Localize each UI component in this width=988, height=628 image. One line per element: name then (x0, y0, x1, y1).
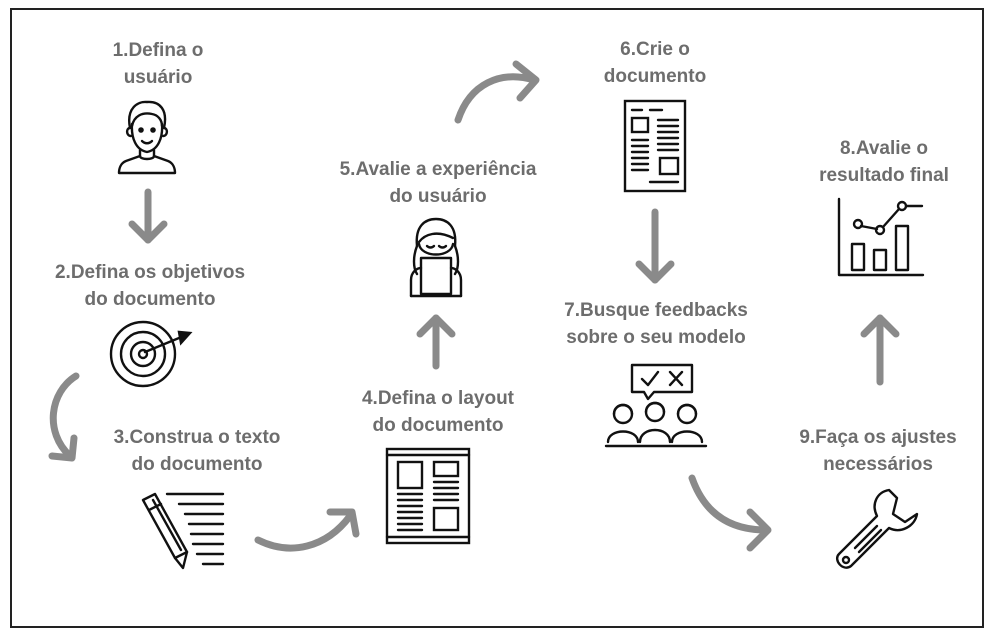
arrow-step6-to-step7 (635, 208, 675, 284)
arrow-step7-to-step9 (688, 474, 772, 552)
step-4-label: 4.Defina o layout do documento (338, 385, 538, 439)
step-1-label: 1.Defina o usuário (73, 37, 243, 91)
process-diagram: 1.Defina o usuário 2.Defina os objetivos… (10, 8, 984, 628)
user-icon (117, 100, 177, 175)
arrow-step5-to-step6 (454, 60, 540, 124)
step-5-label: 5.Avalie a experiência do usuário (318, 156, 558, 210)
arrow-step3-to-step4 (254, 508, 360, 552)
step-5-line1: 5.Avalie a experiência (339, 159, 537, 180)
layout-icon (385, 447, 471, 545)
feedback-group-icon (604, 363, 708, 448)
step-8-label: 8.Avalie o resultado final (799, 135, 969, 189)
step-6-line1: 6.Crie o (620, 39, 690, 60)
step-4-line1: 4.Defina o layout (361, 388, 515, 409)
step-7-line1: 7.Busque feedbacks (564, 300, 748, 321)
step-5-line2: do usuário (389, 186, 487, 207)
step-2-label: 2.Defina os objetivos do documento (30, 259, 270, 313)
step-1-line2: usuário (123, 67, 193, 88)
document-icon (623, 99, 687, 193)
step-3-line2: do documento (131, 454, 263, 475)
arrow-step9-to-step8 (860, 314, 900, 386)
step-8-line1: 8.Avalie o (839, 138, 928, 159)
step-7-label: 7.Busque feedbacks sobre o seu modelo (551, 297, 761, 351)
arrow-step1-to-step2 (128, 188, 168, 244)
step-2-line1: 2.Defina os objetivos (54, 262, 246, 283)
flow-arrows (48, 60, 900, 552)
pen-text-icon (141, 492, 225, 570)
step-9-line2: necessários (823, 454, 933, 475)
step-6-line2: documento (603, 66, 707, 87)
arrow-step2-to-step3 (48, 372, 80, 462)
target-icon (109, 320, 193, 388)
step-3-label: 3.Construa o texto do documento (97, 424, 297, 478)
step-8-line2: resultado final (819, 165, 949, 186)
reader-icon (409, 217, 463, 298)
step-2-line2: do documento (84, 289, 216, 310)
step-4-line2: do documento (372, 415, 504, 436)
step-6-label: 6.Crie o documento (580, 36, 730, 90)
step-7-line2: sobre o seu modelo (566, 327, 746, 348)
step-9-label: 9.Faça os ajustes necessários (778, 424, 978, 478)
chart-icon (837, 197, 925, 277)
step-9-line1: 9.Faça os ajustes (799, 427, 957, 448)
wrench-icon (836, 488, 919, 569)
step-1-line1: 1.Defina o (112, 40, 204, 61)
step-3-line1: 3.Construa o texto (113, 427, 281, 448)
arrow-step4-to-step5 (416, 314, 456, 370)
